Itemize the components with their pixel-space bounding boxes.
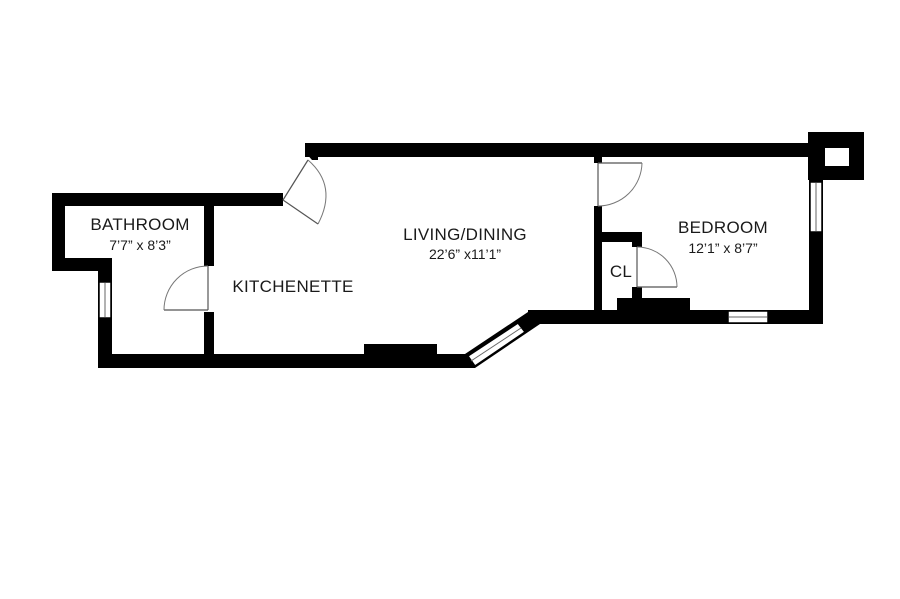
wall-closet-top	[594, 232, 642, 242]
living-dining-dimensions: 22’6” x11’1”	[429, 246, 501, 262]
wall-north-main	[305, 143, 822, 157]
bedroom-dimensions: 12’1” x 8’7”	[688, 240, 758, 256]
doors	[163, 159, 678, 311]
wall-living-bed-lower	[594, 206, 602, 312]
bathroom-name: BATHROOM	[90, 215, 189, 234]
windows	[98, 181, 823, 368]
wall-closet-side	[632, 232, 642, 247]
wall-east	[809, 150, 823, 324]
wall-bath-kitchen-upper	[204, 206, 214, 266]
closet-door	[636, 246, 678, 288]
bedroom-name: BEDROOM	[678, 218, 768, 237]
wall-south-east	[528, 310, 823, 324]
bathroom-door	[163, 265, 209, 311]
closet-shelf	[617, 298, 690, 312]
room-labels: BATHROOM 7’7” x 8’3” KITCHENETTE LIVING/…	[90, 215, 768, 296]
wall-bath-kitchen-lower	[204, 312, 214, 356]
bathroom-dimensions: 7’7” x 8’3”	[109, 237, 171, 253]
closet-name: CL	[610, 262, 632, 281]
entry-door	[282, 159, 327, 225]
kitchenette-name: KITCHENETTE	[232, 277, 353, 296]
kitchen-counter	[364, 344, 437, 356]
living-dining-name: LIVING/DINING	[403, 225, 527, 244]
wall-north-west	[52, 193, 283, 271]
bedroom-door	[597, 162, 643, 207]
wall-living-bed-upper	[594, 157, 602, 163]
wall-closet-side-lower	[632, 287, 642, 299]
